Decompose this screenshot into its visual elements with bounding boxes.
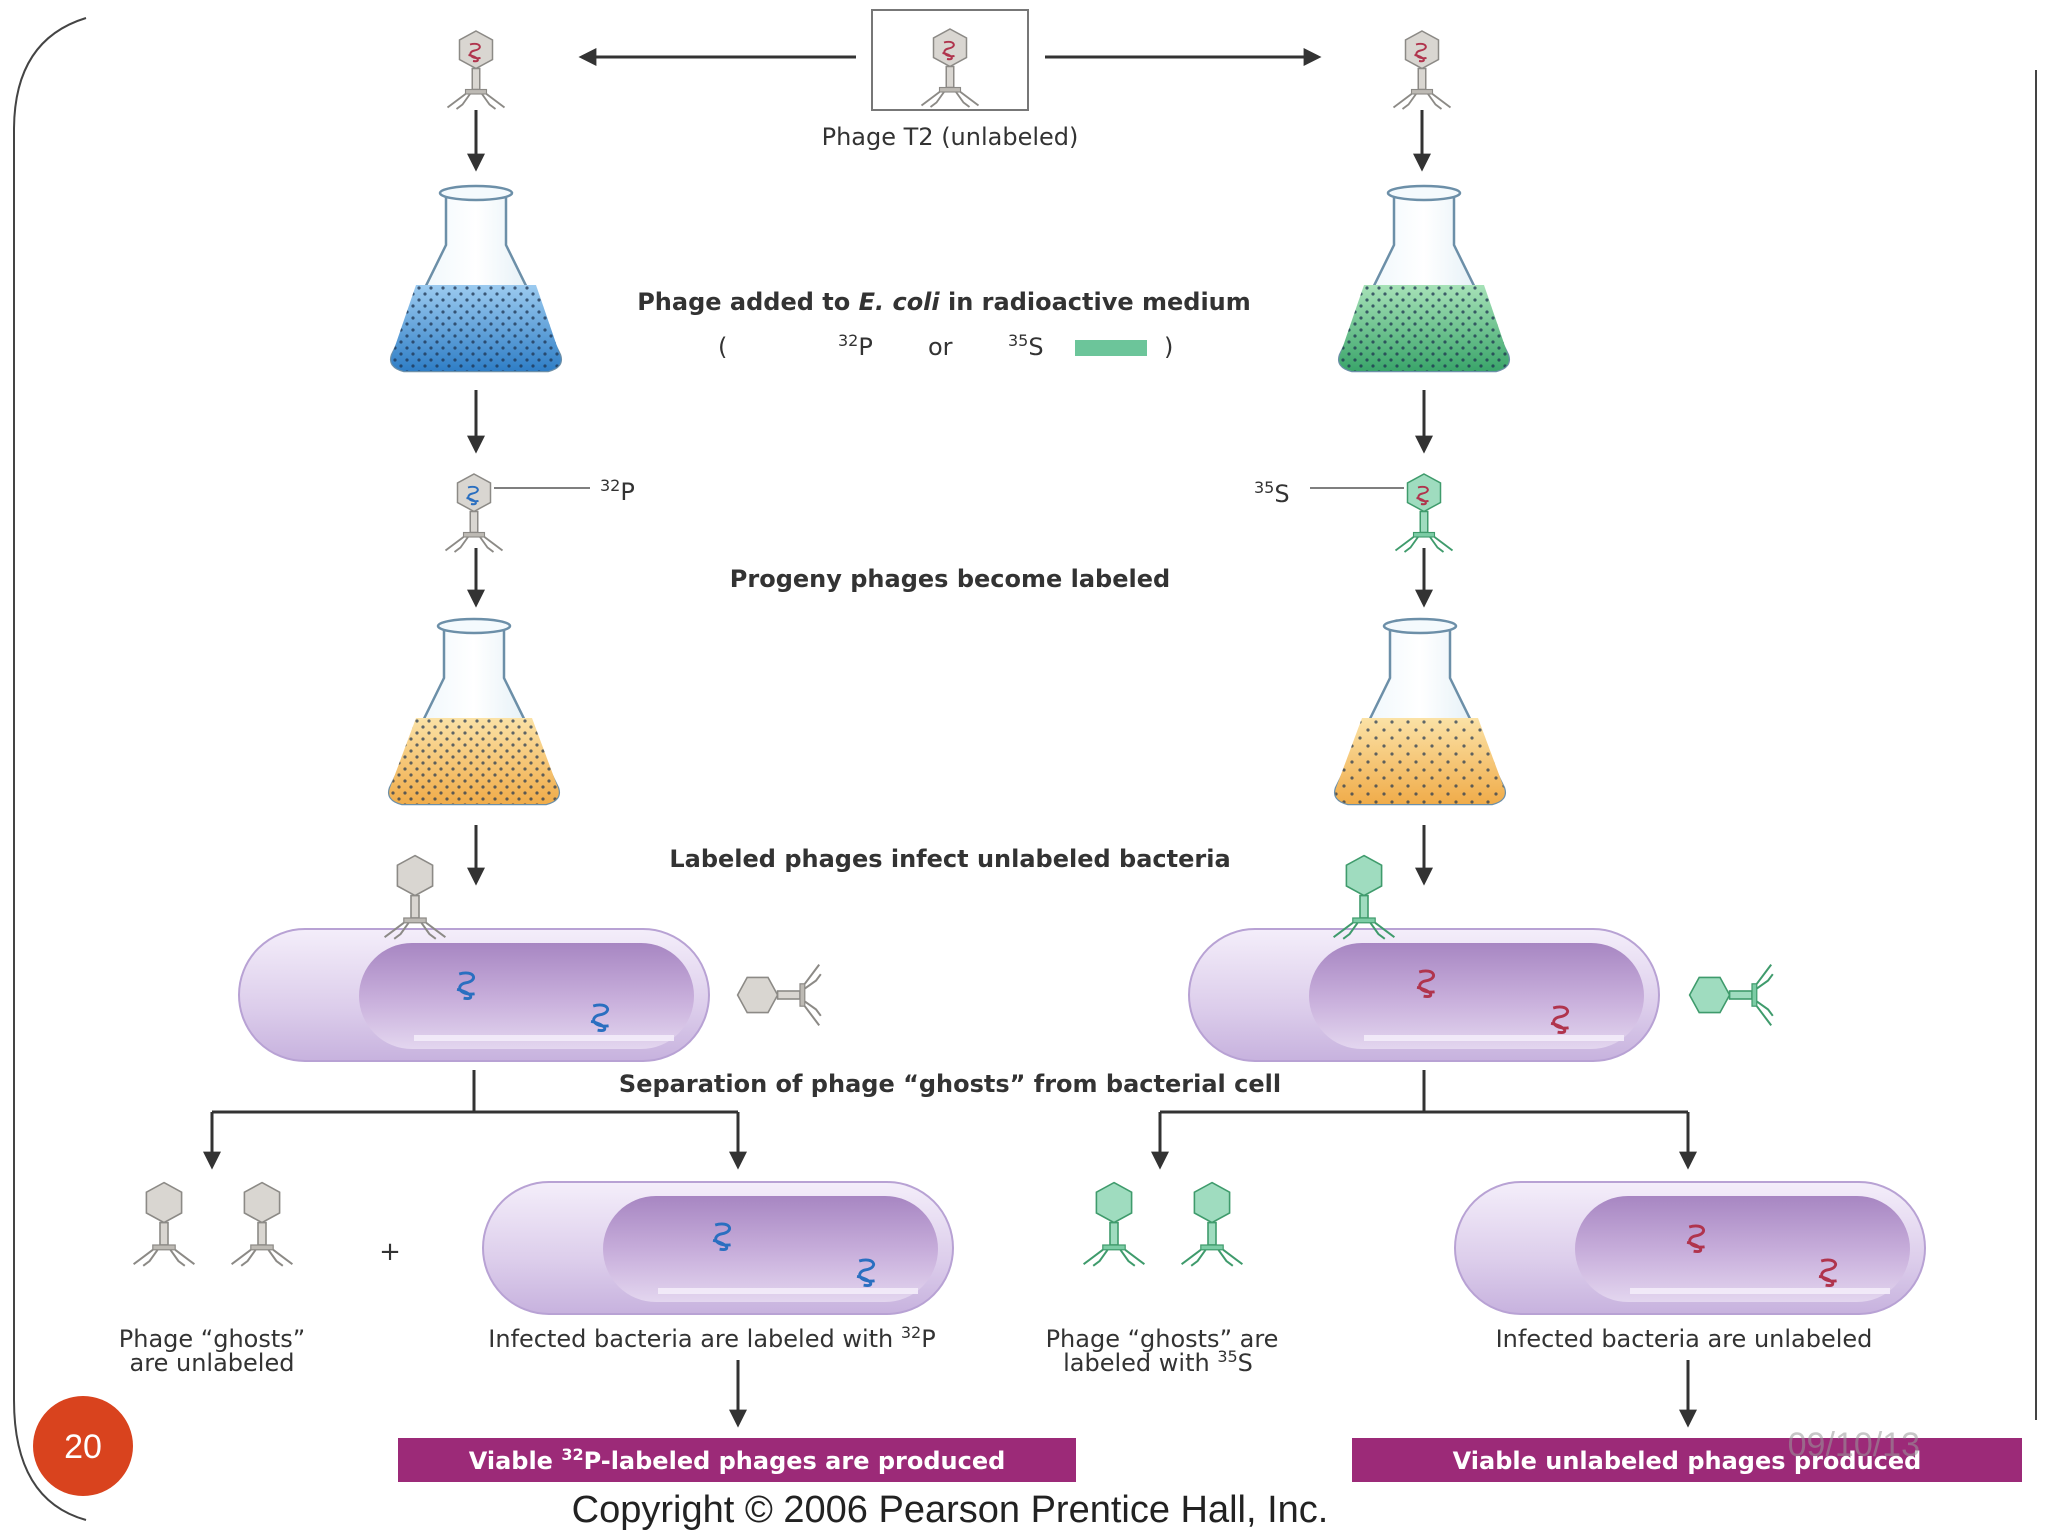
plus-sign: + [379, 1237, 401, 1267]
banner-viable-labeled [398, 1438, 1076, 1482]
isotope-s35-medium: 35S [1008, 331, 1044, 361]
phage-labeled-p32-icon [444, 473, 504, 553]
banner-viable-labeled-text: Viable 32P-labeled phages are produced [469, 1445, 1006, 1475]
s35-pointer-label: 35S [1254, 478, 1290, 508]
paren-close: ) [1164, 333, 1173, 361]
phage-attached-top-right [1332, 854, 1396, 940]
bacterium-infected-left [238, 928, 710, 1062]
phage-labeled-s35-icon [1394, 473, 1454, 553]
infected-unlabeled-label: Infected bacteria are unlabeled [1496, 1325, 1873, 1353]
phage-t2-label: Phage T2 (unlabeled) [822, 123, 1079, 151]
separation-label: Separation of phage “ghosts” from bacter… [619, 1070, 1281, 1098]
phage-left-unlabeled-icon [446, 30, 506, 110]
p32-pointer-label: 32P [600, 476, 635, 506]
p32-swatch [756, 340, 828, 356]
infect-label: Labeled phages infect unlabeled bacteria [669, 845, 1230, 873]
step-phage-added-label: Phage added to E. coli in radioactive me… [637, 288, 1251, 316]
flask-p32 [389, 184, 563, 373]
or-label: or [928, 333, 953, 361]
bacterium-result-right [1454, 1181, 1926, 1315]
ghost-phage-grey-1 [132, 1181, 196, 1267]
slide-frame-left [13, 17, 87, 1521]
isotope-p32-medium: 32P [838, 331, 873, 361]
copyright-line: Copyright © 2006 Pearson Prentice Hall, … [572, 1489, 1329, 1531]
branch-right [1160, 1070, 1688, 1114]
banner-viable-unlabeled [1352, 1438, 2022, 1482]
ghosts-labeled-line2: labeled with 35S [1063, 1347, 1253, 1377]
ghosts-unlabeled-line2: are unlabeled [130, 1349, 295, 1377]
progeny-label: Progeny phages become labeled [730, 565, 1170, 593]
page-number-badge [33, 1396, 133, 1496]
paren-open: ( [718, 333, 727, 361]
flask-progeny-left [387, 617, 561, 806]
ghost-phage-grey-2 [230, 1181, 294, 1267]
phage-attached-top-left [383, 854, 447, 940]
bacterium-infected-right [1188, 928, 1660, 1062]
ghosts-labeled-line1: Phage “ghosts” are [1046, 1325, 1279, 1353]
phage-right-unlabeled-icon [1392, 30, 1452, 110]
phage-attached-side-right [1688, 963, 1774, 1027]
bacterium-result-left [482, 1181, 954, 1315]
ghost-phage-green-1 [1082, 1181, 1146, 1267]
flask-s35 [1337, 184, 1511, 373]
flask-progeny-right [1333, 617, 1507, 806]
ghosts-unlabeled-line1: Phage “ghosts” [119, 1325, 305, 1353]
s35-swatch [1075, 340, 1147, 356]
ghost-phage-green-2 [1180, 1181, 1244, 1267]
infected-labeled-p32-label: Infected bacteria are labeled with 32P [488, 1323, 935, 1353]
page-number: 20 [64, 1428, 102, 1466]
slide-date: 09/10/13 [1788, 1426, 1920, 1464]
banner-viable-unlabeled-text: Viable unlabeled phages produced [1453, 1447, 1922, 1475]
branch-left [212, 1070, 738, 1114]
phage-attached-side-left [736, 963, 822, 1027]
